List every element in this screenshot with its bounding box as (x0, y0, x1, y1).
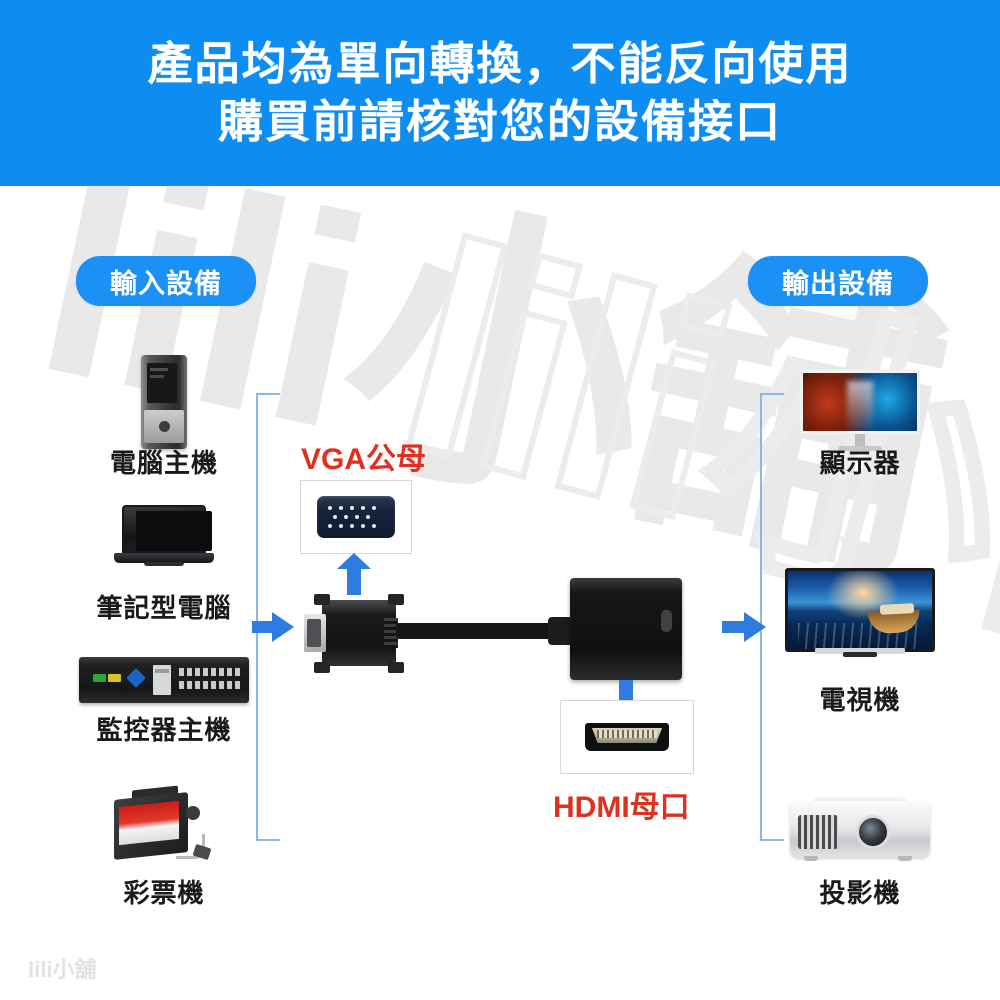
vga-up-arrow-icon (337, 553, 371, 595)
header-line-1: 產品均為單向轉換，不能反向使用 (147, 38, 853, 90)
vga-connector-label: VGA公母 (301, 443, 427, 476)
input-device-label-2: 監控器主機 (96, 715, 232, 745)
vga-female-port-icon (317, 496, 395, 538)
lottery-machine-icon (106, 782, 212, 866)
vga-male-plug-icon (304, 592, 408, 676)
input-device-label-1: 筆記型電腦 (96, 593, 232, 623)
output-flow-arrow-icon (722, 612, 768, 642)
dvr-icon (79, 657, 249, 703)
output-device-label-0: 顯示器 (819, 448, 901, 478)
monitor-icon (800, 370, 920, 452)
hdmi-adapter-box-icon (570, 578, 682, 680)
output-devices-badge: 輸出設備 (748, 256, 928, 306)
projector-icon (790, 795, 930, 867)
header-banner: 產品均為單向轉換，不能反向使用 購買前請核對您的設備接口 (0, 0, 1000, 186)
adapter-cable (396, 623, 564, 639)
header-line-2: 購買前請核對您的設備接口 (217, 96, 782, 147)
vga-port-closeup-box (300, 480, 412, 554)
shop-watermark: lili小舖 (28, 957, 97, 982)
desktop-tower-icon (141, 355, 187, 449)
output-device-label-2: 投影機 (819, 878, 901, 908)
input-flow-arrow-icon (252, 612, 296, 642)
laptop-icon (114, 505, 214, 567)
hdmi-port-closeup-box (560, 700, 694, 774)
input-devices-badge: 輸入設備 (76, 256, 256, 306)
hdmi-female-port-icon (585, 723, 669, 751)
input-bracket (256, 393, 282, 841)
output-device-label-1: 電視機 (819, 685, 901, 715)
television-icon (785, 568, 935, 664)
hdmi-connector-label: HDMI母口 (553, 791, 690, 824)
input-device-label-3: 彩票機 (123, 878, 205, 908)
input-device-label-0: 電腦主機 (109, 448, 218, 478)
